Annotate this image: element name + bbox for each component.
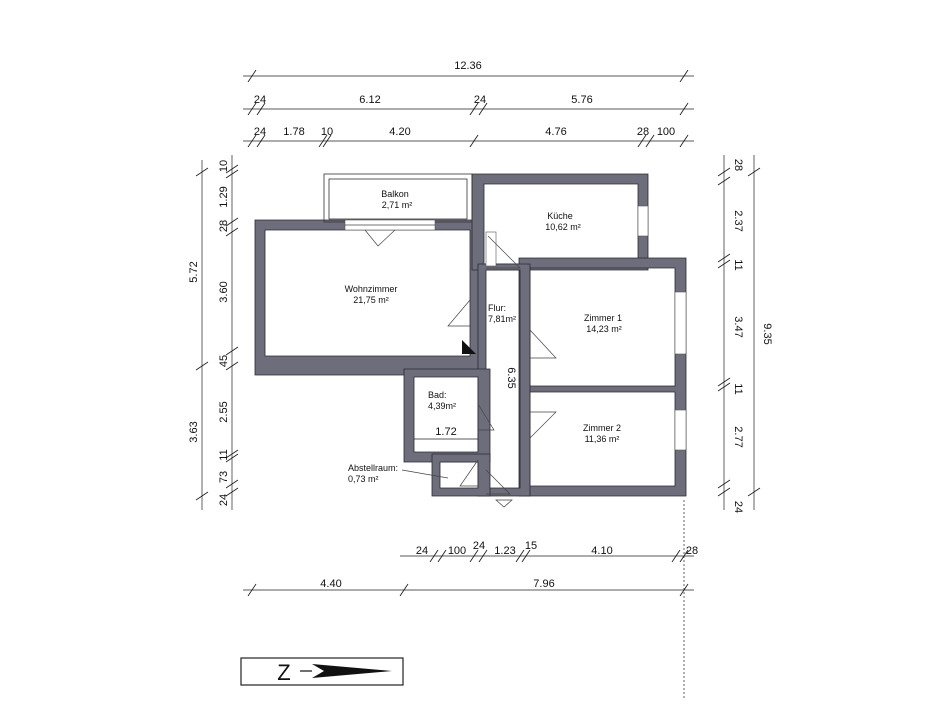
dim-left-outer-0: 5.72: [188, 261, 200, 282]
dim-right-inner-1: 2.37: [732, 210, 744, 231]
room-name-zimmer1: Zimmer 1: [584, 313, 622, 323]
door-swing-balkon: [364, 229, 396, 247]
dim-left-inner-5: 2.55: [218, 401, 230, 422]
dim-bottom1-1: 100: [448, 545, 466, 557]
zimmer1-window: [674, 291, 687, 355]
dim-left-inner-2: 28: [218, 220, 230, 232]
dim-right-inner-4: 11: [732, 383, 744, 394]
dim-top3-4: 4.76: [545, 126, 566, 138]
dim-top3-5: 28: [637, 126, 649, 138]
dim-bottom1-2: 24: [473, 540, 485, 552]
room-area-zimmer1: 14,23 m²: [586, 324, 622, 334]
room-name-wohnzimmer: Wohnzimmer: [345, 284, 398, 294]
dim-right-total: 9.35: [761, 323, 773, 344]
dim-bottom1-0: 24: [416, 545, 428, 557]
dim-top3-0: 24: [254, 126, 266, 138]
room-area-balkon: 2,71 m²: [382, 200, 413, 210]
room-name-zimmer2: Zimmer 2: [583, 423, 621, 433]
entrance-marker: [495, 499, 513, 508]
dim-top3-2: 10: [321, 126, 333, 138]
room-name-flur: Flur:: [488, 303, 506, 313]
dim-right-inner-3: 3.47: [732, 316, 744, 337]
dim-flur-length: 6.35: [505, 367, 517, 388]
dim-left-inner-8: 24: [218, 494, 230, 506]
room-name-balkon: Balkon: [381, 189, 409, 199]
dim-bad-width: 1.72: [435, 426, 456, 438]
dim-right-inner-5: 2.77: [732, 426, 744, 447]
door-swing-wohnzimmer: [447, 299, 471, 327]
dim-left-inner-6: 11: [218, 449, 230, 460]
openings: [344, 205, 687, 508]
dim-left-inner-1: 1.29: [218, 186, 230, 207]
room-name-kueche: Küche: [547, 211, 573, 221]
dimension-lines: [195, 69, 761, 700]
room-area-flur: 7,81m²: [488, 314, 516, 324]
kueche-door-gap: [485, 231, 497, 267]
dim-bottom1-3: 1.23: [494, 545, 515, 557]
dim-top2-1: 6.12: [359, 94, 380, 106]
door-swing-zimmer1: [529, 329, 557, 359]
room-area-wohnzimmer: 21,75 m²: [353, 295, 389, 305]
room-name-bad: Bad:: [428, 390, 447, 400]
dim-top3-1: 1.78: [283, 126, 304, 138]
chimney-marker: [462, 340, 476, 354]
room-area-abstellraum: 0,73 m²: [348, 474, 379, 484]
wall-abstellraum: [431, 453, 491, 497]
zimmer2-window: [674, 409, 687, 451]
door-swing-zimmer2: [529, 411, 557, 439]
dim-bottom1-5: 4.10: [591, 545, 612, 557]
room-area-kueche: 10,62 m²: [545, 222, 581, 232]
dim-bottom2-0: 4.40: [320, 578, 341, 590]
dim-left-inner-4: 45: [218, 355, 230, 367]
dim-bottom1-4: 15: [525, 540, 537, 552]
kueche-window: [637, 205, 649, 237]
dim-bottom2-1: 7.96: [533, 578, 554, 590]
door-swing-abstell: [459, 459, 479, 487]
dim-right-inner-2: 11: [732, 259, 744, 270]
dim-top2-0: 24: [254, 94, 266, 106]
balkon-inner-outline: [328, 178, 468, 220]
dim-left-inner-3: 3.60: [218, 281, 230, 302]
room-labels: Balkon 2,71 m² Küche 10,62 m² Wohnzimmer…: [345, 189, 622, 484]
dim-right-inner-0: 28: [732, 159, 744, 171]
dim-top-total: 12.36: [454, 60, 482, 72]
dim-right-inner-6: 24: [732, 501, 744, 513]
dim-top3-6: 100: [657, 126, 675, 138]
door-swing-entrance: [485, 469, 511, 495]
dim-left-outer-1: 3.63: [188, 421, 200, 442]
wall-zimmer: [518, 257, 687, 497]
north-arrow-icon: [312, 664, 392, 678]
room-area-zimmer2: 11,36 m²: [585, 434, 620, 444]
dim-left-inner-7: 73: [218, 471, 230, 483]
door-swing-bad: [477, 403, 495, 431]
wall-bad: [403, 368, 491, 463]
dim-left-inner-0: 10: [218, 160, 230, 172]
door-swing-kueche: [486, 235, 521, 269]
dimension-labels: 12.36 24 6.12 24 5.76 24 1.78 10 4.20 4.…: [188, 60, 773, 590]
dim-top2-3: 5.76: [571, 94, 592, 106]
room-area-bad: 4,39m²: [428, 401, 456, 411]
dim-bottom1-6: 28: [686, 545, 698, 557]
north-arrow-label: Z: [277, 660, 290, 685]
dim-top2-2: 24: [474, 94, 486, 106]
room-name-abstellraum: Abstellraum:: [348, 463, 398, 473]
north-arrow: Z: [240, 657, 404, 686]
dim-top3-3: 4.20: [389, 126, 410, 138]
abstellraum-leader: [401, 469, 449, 479]
